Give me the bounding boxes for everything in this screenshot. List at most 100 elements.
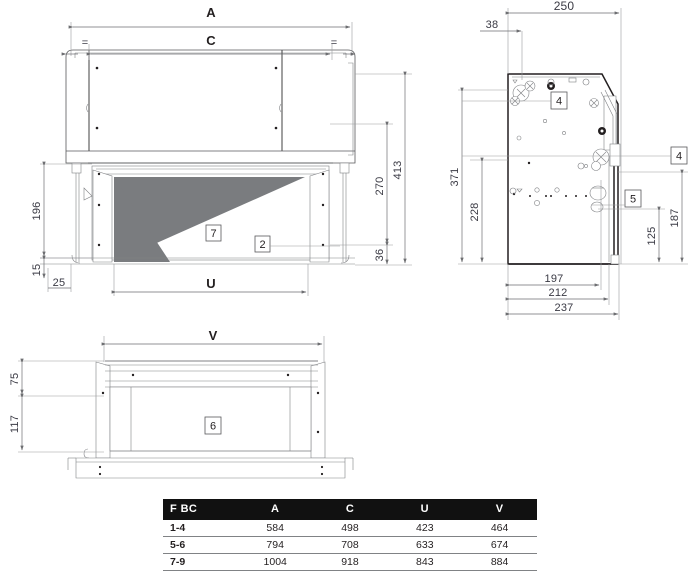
plinth-dot [98, 472, 102, 476]
post-fastener [321, 172, 325, 176]
dim-label-196: 196 [31, 202, 43, 221]
callout-6-label: 6 [210, 421, 216, 433]
table-header-a: A [237, 499, 313, 520]
dim-label-237: 237 [555, 302, 574, 314]
fastener-dot [274, 66, 278, 70]
dim-label-75: 75 [9, 373, 21, 386]
dim-15: 15 [31, 255, 46, 279]
dim-A: A [68, 5, 353, 56]
foot-right [340, 254, 350, 264]
post-fastener [321, 203, 325, 207]
dim-197: 197 [505, 180, 602, 290]
chamber-shadow-fill [114, 177, 170, 262]
fastener-dot [95, 66, 99, 70]
top-fitting-tri [512, 79, 518, 84]
dim-label-117: 117 [9, 415, 21, 433]
dim-196: 196 [31, 161, 92, 259]
fastener-dot [274, 126, 278, 130]
screw-cross [590, 99, 598, 107]
dim-75: 75 [9, 358, 104, 397]
side-door-edge [600, 91, 614, 152]
right-side-post [309, 169, 330, 263]
dim-270: 270 [330, 121, 393, 246]
panel-dot [550, 195, 552, 197]
plinth-dot [320, 465, 324, 469]
dim-label-C: C [206, 33, 216, 48]
side-latch-lower [590, 201, 604, 213]
bottom-rail-right [310, 361, 326, 459]
callout-4-top: 4 [462, 91, 568, 110]
dim-212: 212 [505, 264, 610, 305]
front-view: A = = C 413 270 [31, 5, 412, 296]
dim-38: 38 [480, 19, 523, 80]
dim-250: 250 [505, 0, 622, 264]
panel-hole [542, 119, 547, 124]
side-screw-mid-b [591, 161, 601, 171]
post-fastener [97, 172, 101, 176]
cell-u: 423 [387, 520, 463, 537]
dim-125: 125 [598, 206, 665, 263]
dim-label-25: 25 [53, 277, 66, 289]
side-view: 250 38 371 228 187 [449, 0, 688, 320]
cell-model: 5-6 [163, 536, 238, 554]
side-fitting-c [577, 162, 585, 170]
side-door-panel [603, 95, 617, 151]
foot-detail-left [83, 448, 90, 459]
side-view-geometry [507, 73, 621, 265]
equal-mark-right: = [331, 37, 338, 49]
post-fastener [321, 243, 325, 247]
top-fitting-b [582, 78, 590, 86]
table-header-model: F BC [163, 499, 238, 520]
screw-cross [595, 151, 607, 163]
front-view-geometry [40, 49, 356, 265]
cell-u: 843 [387, 553, 463, 571]
callout-5-label: 5 [630, 194, 636, 206]
panel-dot [529, 195, 531, 197]
callout-4-right-label: 4 [676, 151, 682, 163]
dim-label-38: 38 [486, 19, 499, 31]
panel-hole [584, 164, 588, 168]
screw-cross [516, 88, 526, 98]
foot-left [71, 254, 81, 264]
dim-label-413: 413 [392, 161, 404, 180]
panel-dot [527, 161, 531, 165]
post-fastener [97, 243, 101, 247]
dim-label-36: 36 [374, 249, 386, 262]
callout-2-label: 2 [259, 239, 265, 251]
panel-dot [565, 195, 567, 197]
panel-dot [575, 195, 577, 197]
left-bracket-detail [83, 187, 93, 201]
post-fastener [97, 203, 101, 207]
panel-hole [534, 187, 540, 193]
equal-mark-left: = [82, 37, 89, 49]
plinth-dot [98, 465, 102, 469]
table-header-u: U [387, 499, 463, 520]
panel-hole [554, 187, 560, 193]
dim-label-212: 212 [549, 287, 568, 299]
dim-label-228: 228 [469, 203, 481, 222]
cell-c: 918 [312, 553, 388, 571]
table-row: 7-9 1004 918 843 884 [163, 553, 537, 571]
dim-label-V: V [209, 328, 218, 343]
side-latch [589, 185, 607, 201]
panel-dot [286, 373, 290, 377]
handle-mark-left [86, 103, 89, 113]
callout-6: 6 [204, 416, 222, 435]
panel-hole [534, 200, 540, 206]
dim-V: V [101, 328, 325, 362]
rail-dot [316, 430, 320, 434]
leg-cap-right [339, 162, 350, 174]
table-row: 1-4 584 498 423 464 [163, 520, 537, 537]
side-bottom-block [610, 254, 620, 265]
rail-dot [316, 391, 320, 395]
handle-mark-right [279, 103, 282, 113]
dim-label-197: 197 [545, 273, 564, 285]
dim-25: 25 [47, 264, 72, 292]
dim-413: 413 [355, 71, 412, 266]
base-plinth [75, 457, 346, 479]
cabinet-right-flange [348, 62, 354, 156]
callout-7: 7 [205, 224, 222, 242]
rail-dot [101, 391, 105, 395]
